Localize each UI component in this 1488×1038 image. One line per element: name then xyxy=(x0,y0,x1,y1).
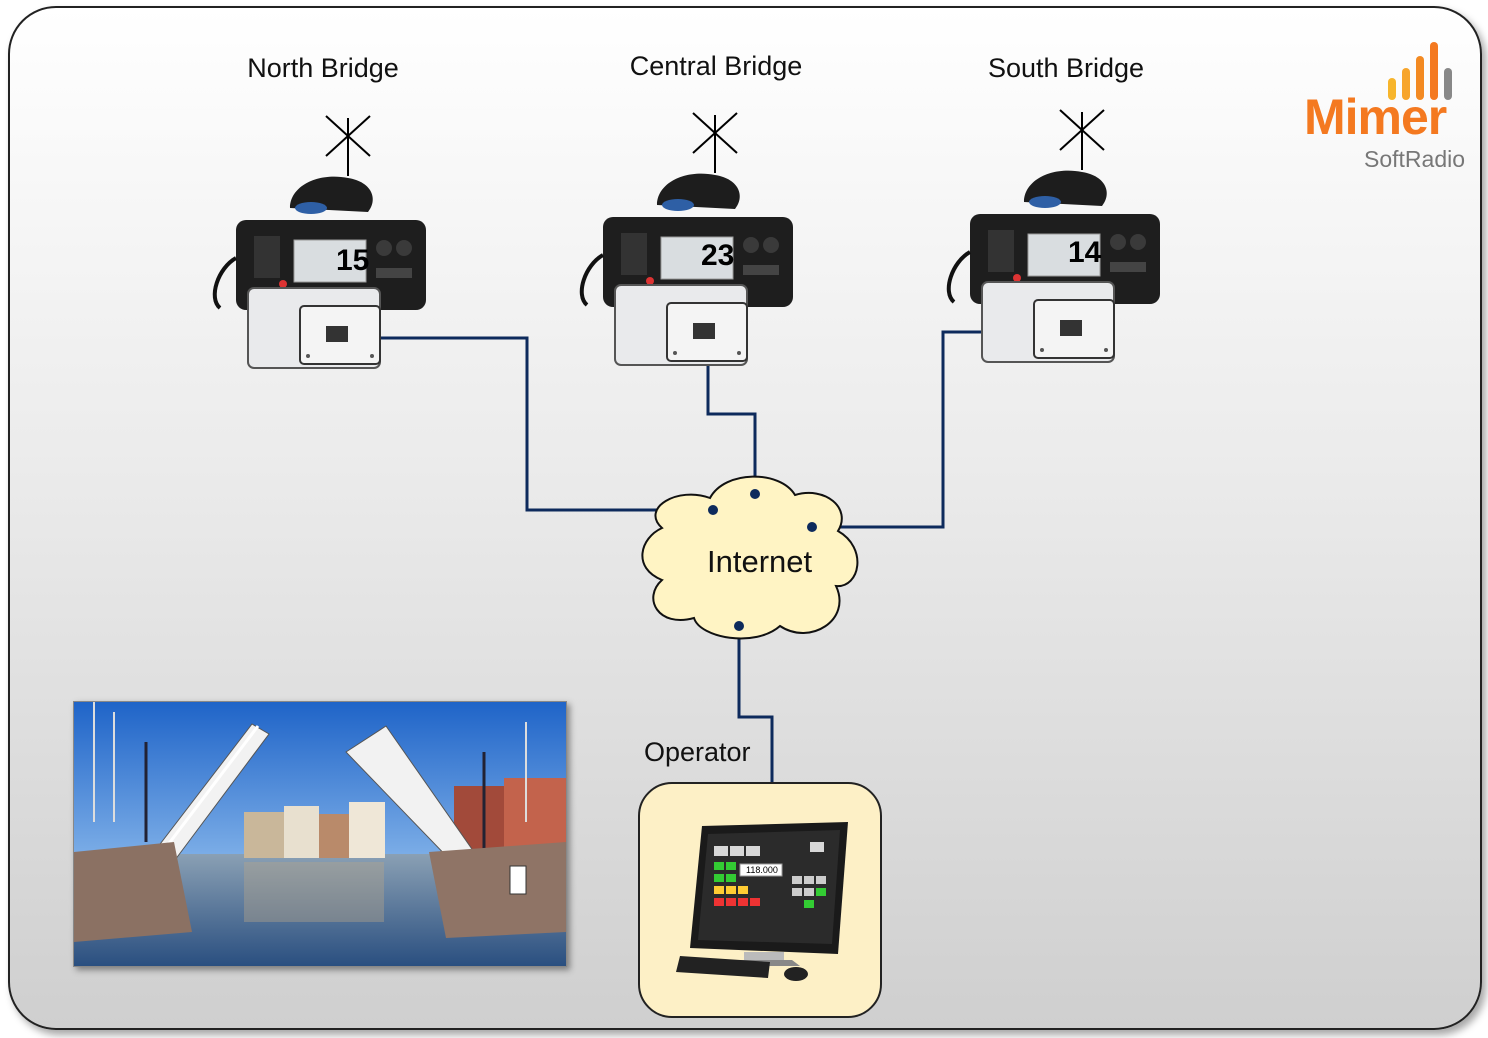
diagram-frame: Internet North Bridge xyxy=(8,6,1482,1030)
logo-product: SoftRadio xyxy=(1364,146,1466,172)
logo-brand: Mimer xyxy=(1304,89,1447,145)
link-central xyxy=(706,336,757,494)
internet-label: Internet xyxy=(707,544,813,579)
mimer-softradio-logo: Mimer SoftRadio xyxy=(1302,42,1466,172)
frequency-readout: 118.000 xyxy=(746,865,778,875)
operator-label: Operator xyxy=(644,737,751,767)
site-label-north: North Bridge xyxy=(247,53,399,83)
gateway-box-icon xyxy=(614,284,748,366)
internet-cloud xyxy=(641,475,859,640)
antenna-icon xyxy=(692,112,738,173)
operator-station: 118.000 xyxy=(638,782,882,1018)
radio-north: 15 xyxy=(208,108,428,369)
site-label-south: South Bridge xyxy=(987,53,1145,83)
handset-mic-icon xyxy=(657,173,740,211)
radio-south: 14 xyxy=(942,102,1162,363)
handset-mic-icon xyxy=(290,176,373,214)
link-operator xyxy=(737,626,774,808)
handset-mic-icon xyxy=(1024,170,1107,208)
signal-bars-icon xyxy=(1388,42,1452,100)
radio-central: 23 xyxy=(575,105,795,366)
site-label-central: Central Bridge xyxy=(629,51,803,81)
gateway-box-icon xyxy=(247,287,381,369)
channel-display: 15 xyxy=(336,244,370,277)
channel-display: 23 xyxy=(701,239,735,272)
antenna-icon xyxy=(1059,109,1105,170)
link-north xyxy=(340,336,713,512)
drawbridge-photo xyxy=(73,701,567,967)
antenna-icon xyxy=(325,115,371,176)
operator-workstation-icon xyxy=(676,822,848,981)
gateway-box-icon xyxy=(981,281,1115,363)
channel-display: 14 xyxy=(1068,236,1102,269)
